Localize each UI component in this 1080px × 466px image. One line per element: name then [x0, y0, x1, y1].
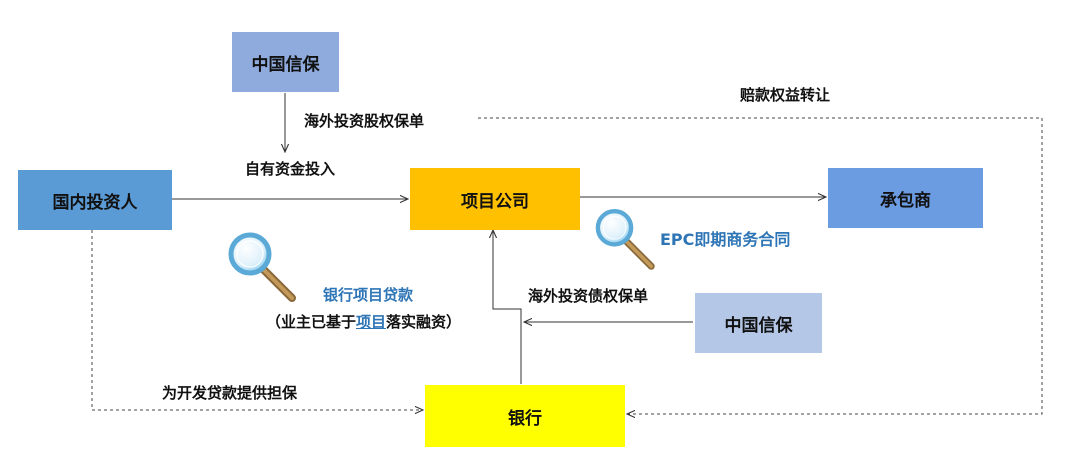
label-loan-note: （业主已基于项目落实融资）	[266, 311, 461, 332]
node-bank: 银行	[425, 385, 625, 447]
node-contractor: 承包商	[828, 168, 983, 228]
label-guarantee: 为开发贷款提供担保	[162, 384, 298, 402]
arrow-compensation-dashed	[478, 117, 1043, 414]
loan-note-prefix: （业主已基于	[266, 313, 357, 331]
arrow-guarantee-dashed	[91, 230, 423, 410]
label-own-funds: 自有资金投入	[245, 160, 336, 178]
magnifier-icon	[595, 208, 655, 270]
loan-note-highlight: 项目	[356, 313, 387, 331]
node-sinosure-top: 中国信保	[232, 32, 339, 92]
node-project-company: 项目公司	[410, 168, 580, 230]
node-sinosure-right: 中国信保	[695, 293, 822, 353]
label-epc-contract: EPC即期商务合同	[660, 230, 791, 249]
loan-note-suffix: 落实融资）	[386, 313, 462, 331]
label-bank-loan: 银行项目贷款	[323, 286, 414, 304]
node-domestic-investor: 国内投资人	[18, 170, 172, 230]
arrow-bank-to-company	[493, 230, 522, 384]
label-compensation-transfer: 赔款权益转让	[740, 86, 831, 104]
label-debt-insurance: 海外投资债权保单	[528, 287, 649, 305]
label-equity-insurance: 海外投资股权保单	[304, 112, 425, 130]
magnifier-icon	[228, 232, 296, 302]
